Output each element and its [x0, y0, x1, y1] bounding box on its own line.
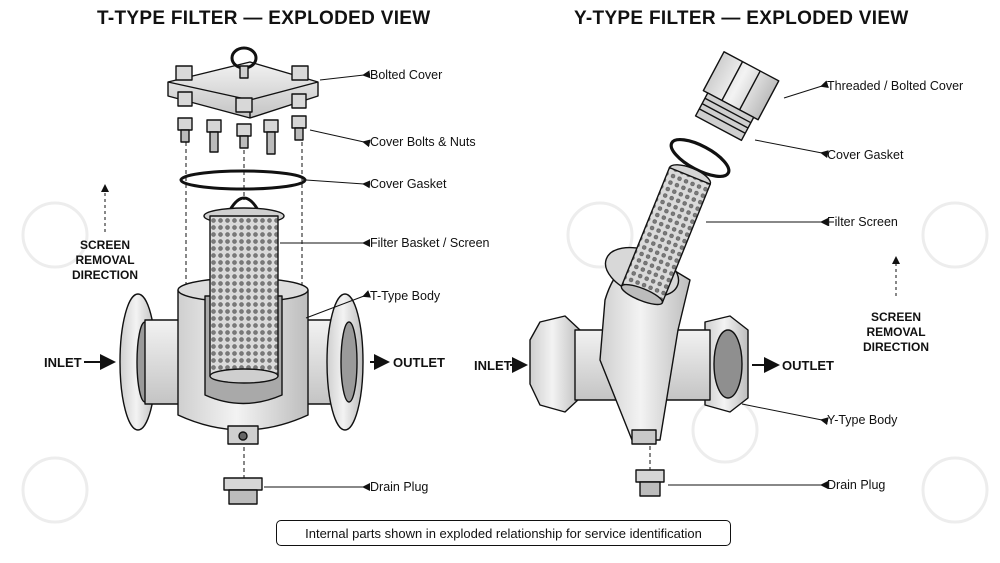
y-outlet-label: OUTLET	[782, 358, 834, 373]
y-filter-drawing	[529, 51, 780, 497]
label-y-body: Y-Type Body	[827, 413, 898, 427]
label-t-drain-plug: Drain Plug	[370, 480, 429, 494]
y-removal-direction: SCREEN REMOVAL DIRECTION	[851, 310, 941, 355]
label-t-bolted-cover: Bolted Cover	[370, 68, 443, 82]
label-y-cover: Threaded / Bolted Cover	[827, 79, 964, 93]
y-drain-plug	[635, 469, 665, 497]
y-filter-title: Y-TYPE FILTER — EXPLODED VIEW	[574, 8, 909, 29]
y-cover	[694, 51, 780, 142]
caption-box: Internal parts shown in exploded relatio…	[276, 520, 731, 546]
t-filter-title: T-TYPE FILTER — EXPLODED VIEW	[97, 8, 431, 29]
t-direction-line-3: DIRECTION	[72, 268, 138, 282]
label-t-body: T-Type Body	[370, 289, 441, 303]
label-y-drain-plug: Drain Plug	[827, 478, 886, 492]
watermark	[21, 201, 989, 524]
t-filter-drawing	[119, 46, 364, 505]
label-t-filter-basket: Filter Basket / Screen	[370, 236, 490, 250]
y-direction-line-1: SCREEN	[870, 310, 921, 324]
y-direction-line-2: REMOVAL	[866, 325, 926, 339]
t-drain-plug	[223, 477, 263, 505]
t-filter-basket	[203, 196, 285, 384]
t-direction-line-2: REMOVAL	[75, 253, 135, 267]
t-outlet-label: OUTLET	[393, 355, 445, 370]
label-t-cover-bolts: Cover Bolts & Nuts	[370, 135, 476, 149]
y-filter-screen	[620, 164, 712, 306]
t-alignment-lines	[185, 135, 303, 478]
t-inlet-label: INLET	[44, 355, 82, 370]
label-y-cover-gasket: Cover Gasket	[827, 148, 904, 162]
t-leader-lines	[264, 70, 372, 491]
y-body	[529, 246, 749, 445]
label-t-cover-gasket: Cover Gasket	[370, 177, 447, 191]
t-cover-bolts	[177, 115, 307, 155]
label-y-filter-screen: Filter Screen	[827, 215, 898, 229]
y-direction-line-3: DIRECTION	[863, 340, 929, 354]
y-leader-lines	[668, 80, 829, 489]
t-direction-line-1: SCREEN	[79, 238, 130, 252]
t-bolted-cover	[167, 46, 319, 119]
t-removal-direction: SCREEN REMOVAL DIRECTION	[60, 238, 150, 283]
t-cover-gasket	[179, 169, 307, 191]
y-inlet-label: INLET	[474, 358, 512, 373]
caption-text: Internal parts shown in exploded relatio…	[305, 525, 702, 541]
